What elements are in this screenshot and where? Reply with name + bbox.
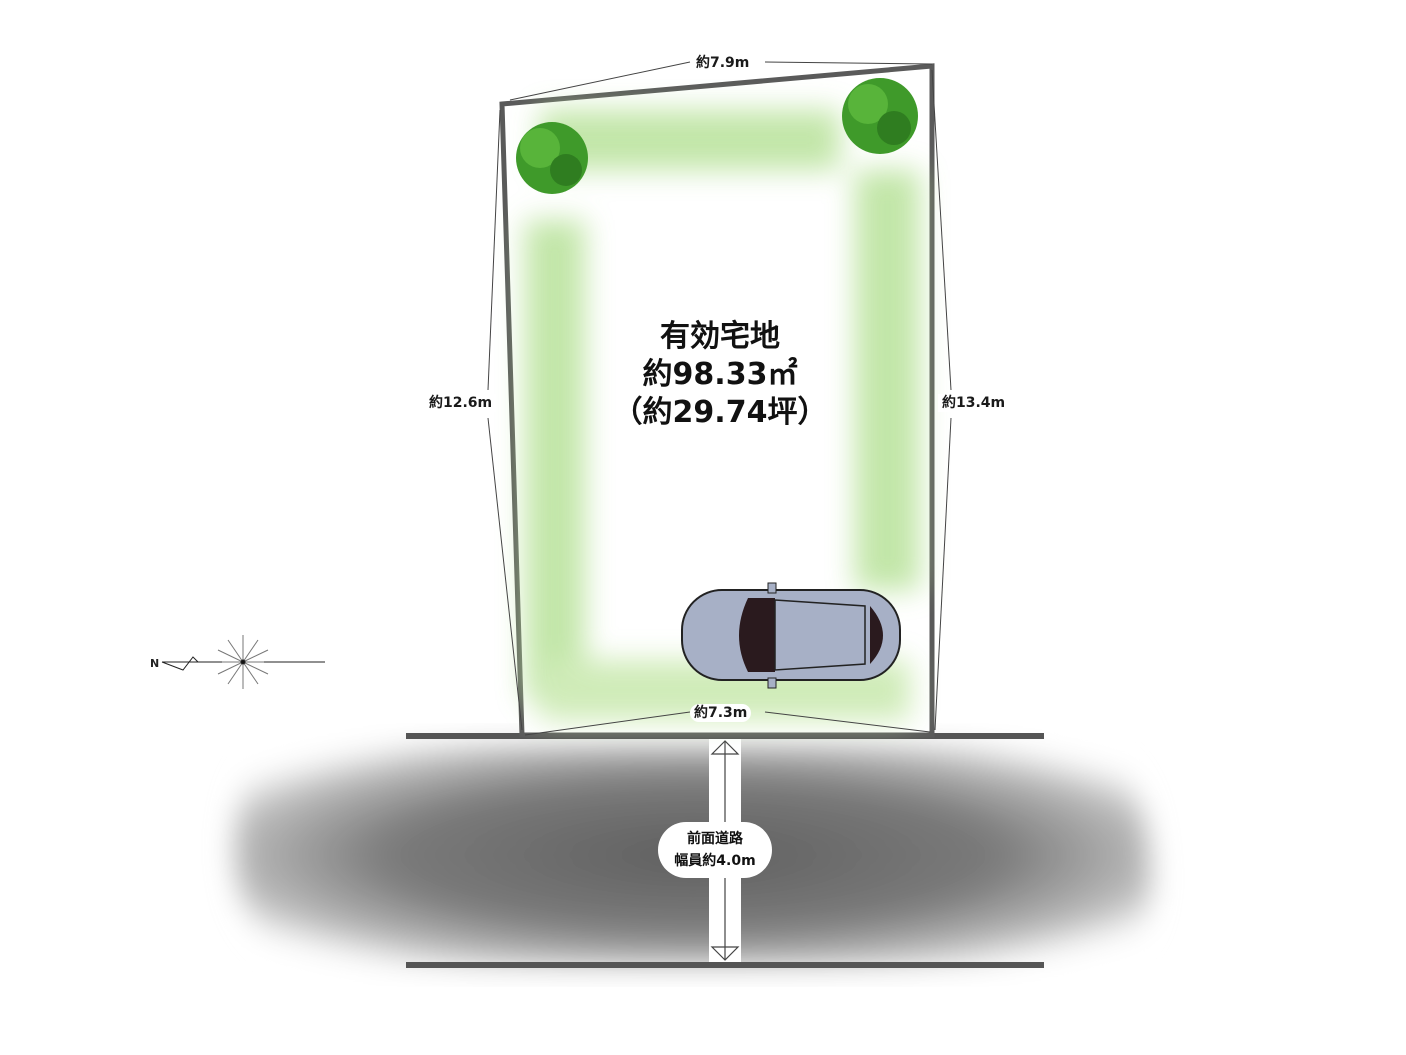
lot-area-label: 有効宅地 約98.33㎡ （約29.74坪）: [600, 318, 840, 432]
north-label: N: [150, 657, 159, 670]
lot-area-sqm: 約98.33㎡: [642, 357, 798, 392]
tree-right-icon: [842, 78, 918, 154]
compass-icon: [161, 635, 325, 689]
lot-boundary: [499, 63, 935, 738]
road-width: 幅員約4.0m: [674, 853, 756, 869]
car-icon: [681, 582, 901, 689]
lot-area-tsubo: （約29.74坪）: [612, 395, 828, 430]
dimension-lines: [487, 61, 952, 736]
dimension-bottom: 約7.3m: [690, 704, 752, 722]
tree-left-icon: [516, 122, 588, 194]
road-name: 前面道路: [687, 831, 743, 847]
dimension-top: 約7.9m: [692, 54, 754, 72]
lot-title: 有効宅地: [660, 319, 780, 354]
dimension-right: 約13.4m: [938, 394, 1010, 412]
road-label: 前面道路 幅員約4.0m: [658, 822, 772, 878]
dimension-left: 約12.6m: [425, 394, 497, 412]
